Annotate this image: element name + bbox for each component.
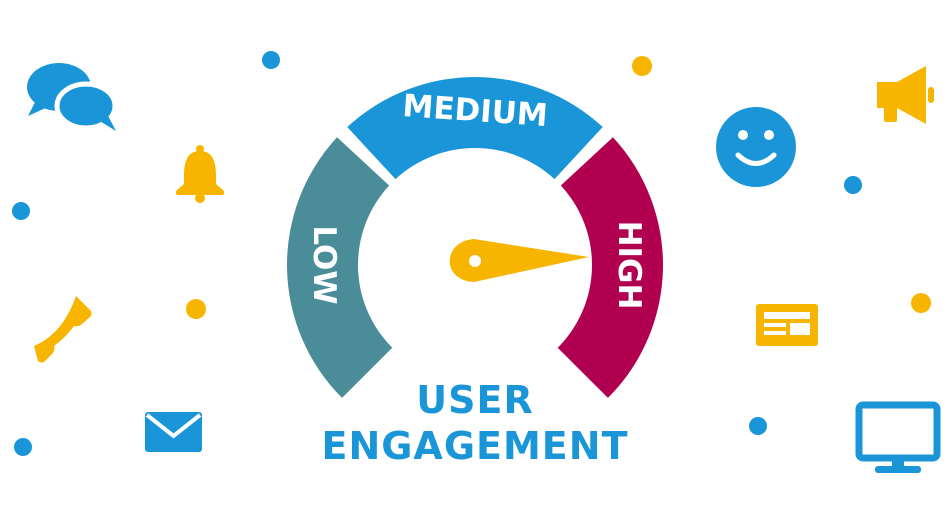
engagement-gauge: LOW MEDIUM HIGH <box>286 76 663 398</box>
gauge-segment-high <box>557 137 663 398</box>
newspaper-icon <box>756 304 818 346</box>
dot <box>186 299 206 319</box>
dot <box>844 176 862 194</box>
chat-bubbles-icon <box>27 63 118 131</box>
megaphone-icon <box>877 66 934 124</box>
gauge-label-low: LOW <box>306 225 342 304</box>
bell-icon <box>176 145 224 203</box>
caption-user: USER <box>416 378 534 422</box>
gauge-segment-low <box>286 137 393 398</box>
dot <box>12 202 30 220</box>
gauge-label-high: HIGH <box>611 221 647 310</box>
monitor-icon <box>855 401 941 473</box>
dot <box>14 438 32 456</box>
smiley-icon <box>716 107 796 187</box>
caption-engagement: ENGAGEMENT <box>321 424 629 468</box>
envelope-icon <box>145 412 202 452</box>
dot <box>749 417 767 435</box>
gauge-segment-medium <box>347 76 603 180</box>
decorative-dots <box>12 51 931 456</box>
dot <box>911 293 931 313</box>
phone-icon <box>34 296 92 363</box>
gauge-needle <box>449 239 589 282</box>
dot <box>262 51 280 69</box>
dot <box>632 56 652 76</box>
